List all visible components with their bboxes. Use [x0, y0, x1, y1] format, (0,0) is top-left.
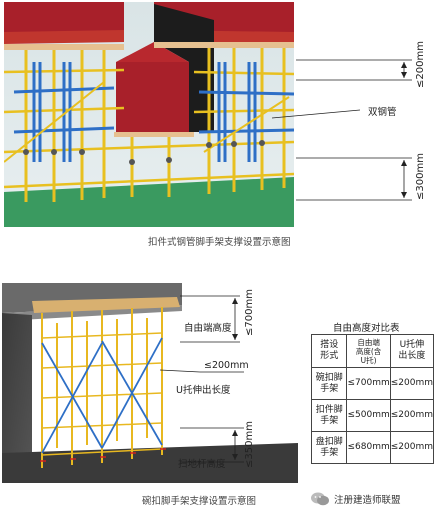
header-text: 自由端 高度(含 U托): [355, 337, 382, 365]
cell-text: 盘扣脚 手架: [315, 436, 343, 458]
comparison-table: 搭设 形式 自由端 高度(含 U托) U托伸 出长度 碗扣脚 手架 ≤700mm…: [310, 334, 434, 464]
fastener-scaffold-illustration: [4, 2, 294, 227]
table-row: 碗扣脚 手架 ≤700mm ≤200mm: [310, 367, 434, 400]
top-upper-dimension: ≤200mm: [415, 41, 426, 88]
double-pipe-callout: 双钢管: [368, 107, 397, 118]
table-cell: ≤680mm: [346, 431, 391, 464]
bottom-caption: 碗扣脚手架支撑设置示意图: [142, 496, 257, 507]
header-text: U托伸 出长度: [398, 340, 426, 361]
table-cell: ≤500mm: [346, 399, 391, 432]
table-cell: ≤700mm: [346, 367, 391, 400]
table-cell: 扣件脚 手架: [310, 399, 348, 432]
top-lower-dimension: ≤300mm: [415, 153, 426, 200]
bottom-top-dimension: ≤700mm: [244, 289, 255, 336]
cell-text: ≤680mm: [347, 442, 390, 452]
cell-text: ≤200mm: [390, 442, 433, 452]
cell-text: ≤500mm: [347, 410, 390, 420]
table-title: 自由高度对比表: [333, 323, 400, 334]
watermark: 注册建造师联盟: [310, 492, 401, 506]
utop-dimension: ≤200mm: [204, 360, 249, 371]
watermark-text: 注册建造师联盟: [334, 495, 401, 506]
cell-text: 碗扣脚 手架: [315, 372, 343, 394]
cell-text: 扣件脚 手架: [315, 404, 343, 426]
table-cell: 碗扣脚 手架: [310, 367, 348, 400]
sweep-rod-label: 扫地杆高度: [178, 459, 226, 470]
header-cell: 搭设 形式: [310, 334, 348, 368]
utop-label: U托伸出长度: [176, 385, 231, 396]
cell-text: ≤700mm: [347, 378, 390, 388]
header-cell: U托伸 出长度: [389, 334, 434, 368]
table-cell: ≤200mm: [389, 431, 434, 464]
bowl-buckle-scaffold-illustration: [2, 283, 298, 483]
table-cell: ≤200mm: [389, 399, 434, 432]
wechat-icon: [311, 492, 329, 506]
table-row: 扣件脚 手架 ≤500mm ≤200mm: [310, 399, 434, 432]
cell-text: ≤200mm: [390, 410, 433, 420]
table-header-row: 搭设 形式 自由端 高度(含 U托) U托伸 出长度: [310, 334, 434, 368]
bottom-lower-dimension: ≤350mm: [244, 421, 255, 468]
free-end-label: 自由端高度: [184, 323, 232, 334]
top-caption: 扣件式钢管脚手架支撑设置示意图: [148, 237, 291, 248]
table-row: 盘扣脚 手架 ≤680mm ≤200mm: [310, 431, 434, 464]
cell-text: ≤200mm: [390, 378, 433, 388]
table-cell: 盘扣脚 手架: [310, 431, 348, 464]
header-text: 搭设 形式: [320, 340, 339, 361]
table-cell: ≤200mm: [389, 367, 434, 400]
header-cell: 自由端 高度(含 U托): [346, 334, 391, 368]
